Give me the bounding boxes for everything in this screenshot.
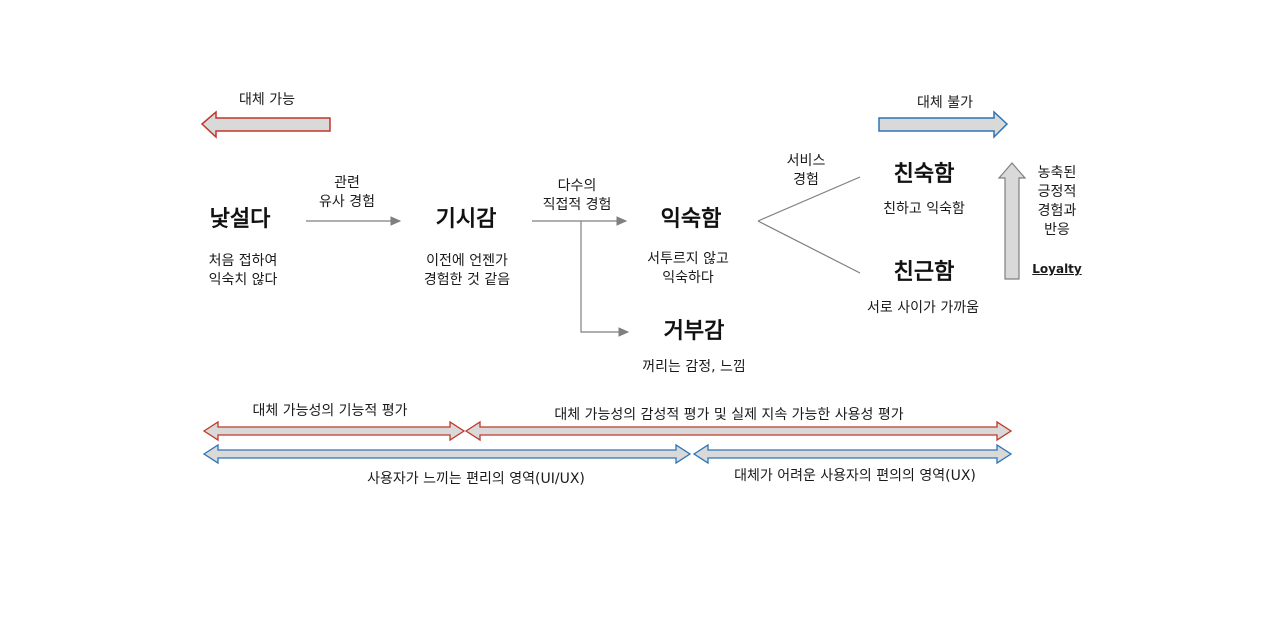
irreplaceable-label: 대체 불가 (917, 95, 973, 111)
branch-line-up (757, 176, 861, 222)
blue-double-arrow-right (692, 443, 1013, 465)
stage-title-deja-vu: 기시감 (435, 207, 497, 232)
stage-desc-deja-vu-1: 이전에 언젠가 (426, 253, 508, 269)
transition-label-2b: 직접적 경험 (542, 197, 612, 213)
side-label-2: 긍정적 (1037, 184, 1077, 200)
stage-desc-deja-vu-2: 경험한 것 같음 (423, 272, 511, 288)
stage-desc-unfamiliar-1: 처음 접하여 (208, 253, 278, 269)
blue-double-arrow-left (202, 443, 692, 465)
red-left-label: 대체 가능성의 기능적 평가 (252, 403, 408, 419)
transition-label-2a: 다수의 (557, 178, 597, 194)
stage-desc-familiar-2: 익숙하다 (662, 270, 714, 286)
stage-desc-closeness: 서로 사이가 가까움 (867, 300, 979, 316)
stage-desc-familiar-1: 서투르지 않고 (647, 251, 729, 267)
substitutable-label: 대체 가능 (239, 92, 295, 108)
blue-left-label: 사용자가 느끼는 편리의 영역(UI/UX) (367, 471, 585, 487)
loyalty-label: Loyalty (1032, 262, 1082, 276)
transition-label-1b: 유사 경험 (319, 194, 375, 210)
branch-line-down (757, 220, 861, 274)
blue-right-label: 대체가 어려운 사용자의 편의의 영역(UX) (734, 468, 976, 484)
side-label-4: 반응 (1044, 222, 1070, 238)
stage-desc-intimacy: 친하고 익숙함 (883, 201, 965, 217)
stage-title-rejection: 거부감 (663, 319, 725, 344)
red-double-arrow-right (464, 420, 1013, 442)
stage-title-unfamiliar: 낯설다 (209, 207, 271, 232)
stage-title-closeness: 친근함 (893, 260, 955, 285)
stage-desc-unfamiliar-2: 익숙치 않다 (208, 272, 278, 288)
transition-label-1a: 관련 (334, 175, 360, 191)
side-label-1: 농축된 (1037, 165, 1077, 181)
red-right-label: 대체 가능성의 감성적 평가 및 실제 지속 가능한 사용성 평가 (554, 407, 904, 423)
transition-label-3a: 서비스 (786, 153, 826, 169)
stage-title-intimacy: 친숙함 (893, 162, 955, 187)
irreplaceable-arrow (878, 110, 1009, 139)
substitutable-arrow (200, 110, 331, 139)
side-label-3: 경험과 (1037, 203, 1077, 219)
flow-arrow-rejection (580, 221, 630, 337)
transition-label-3b: 경험 (793, 172, 819, 188)
stage-desc-rejection: 꺼리는 감정, 느낌 (642, 359, 746, 375)
stage-title-familiar: 익숙함 (660, 207, 722, 232)
red-double-arrow-left (202, 420, 466, 442)
loyalty-up-arrow (997, 162, 1027, 280)
